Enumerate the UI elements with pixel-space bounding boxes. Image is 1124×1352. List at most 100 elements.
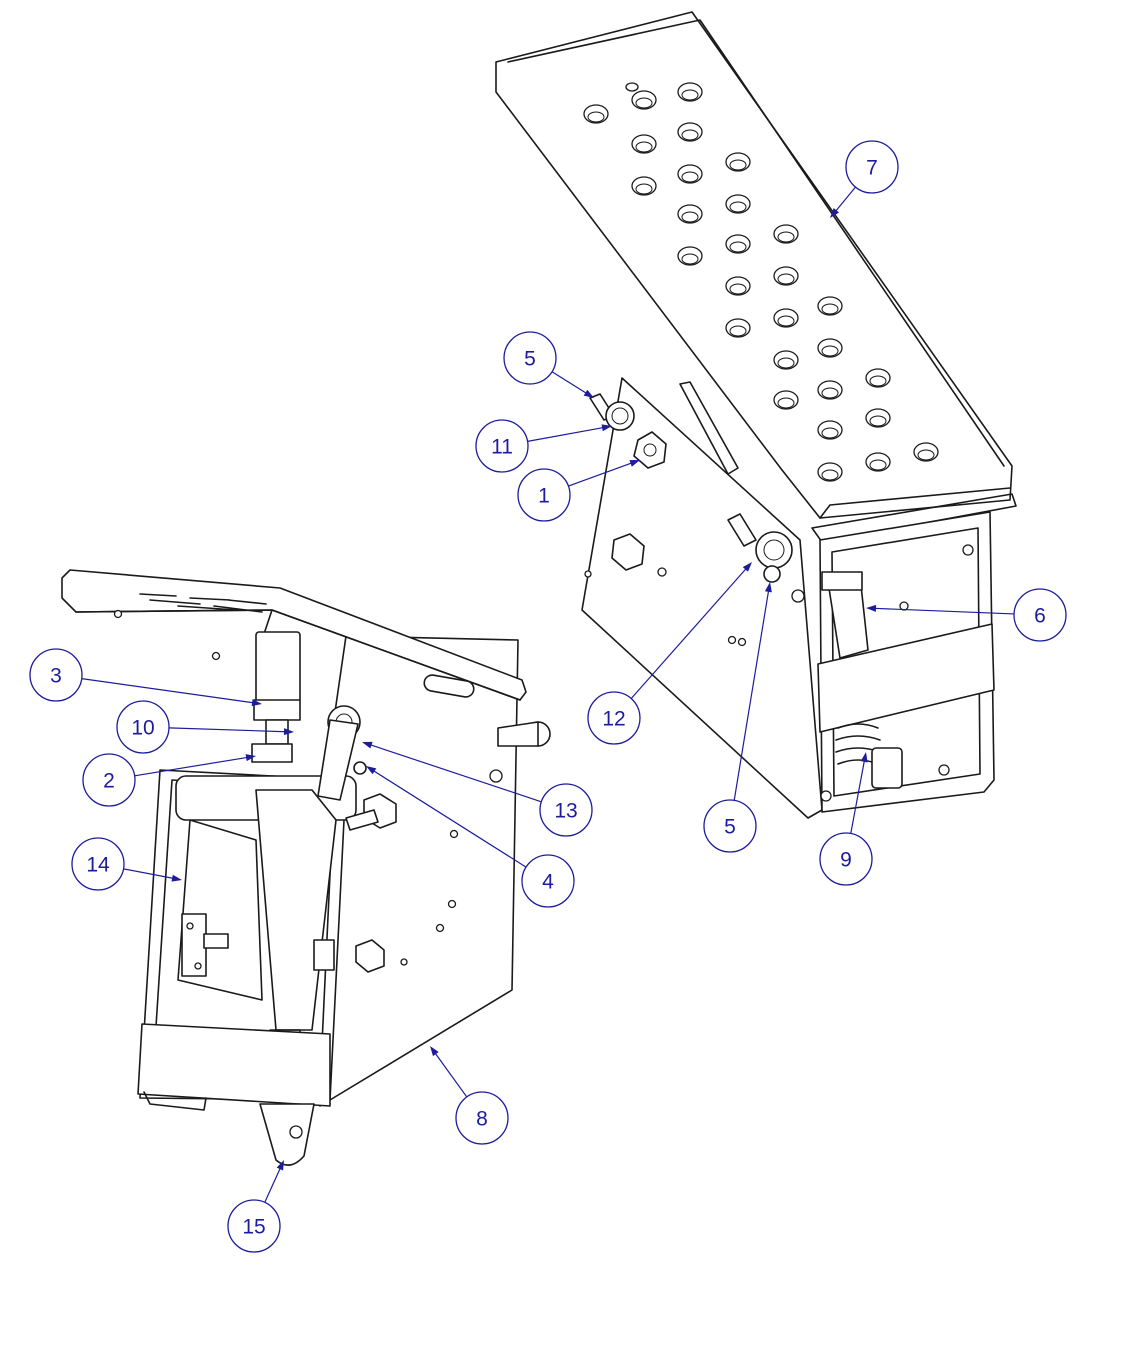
tread-perforation <box>677 204 703 224</box>
callout-circle <box>819 832 873 886</box>
tab-hole <box>289 1125 303 1139</box>
frame-hole <box>962 544 974 556</box>
callout-leader-line <box>81 678 255 704</box>
tread-perforation <box>817 462 843 482</box>
callout-arrowhead <box>366 766 377 775</box>
return-spring <box>835 723 903 789</box>
callout-label: 5 <box>524 348 536 371</box>
right-sensor-cap <box>821 571 863 591</box>
tread-perforation <box>625 82 639 92</box>
tread-perforation-inner <box>777 315 795 327</box>
tread-perforation <box>677 122 703 142</box>
tread-perforation-inner <box>821 303 839 315</box>
callout-circle <box>845 140 899 194</box>
tread-perforation <box>913 442 939 462</box>
callout-leader-line <box>434 1052 468 1098</box>
left-sensor-flange <box>181 913 229 977</box>
callout-leader-line <box>134 756 249 777</box>
left-pedal-assembly <box>61 569 551 1166</box>
left-stud <box>313 939 335 971</box>
callout-circle <box>29 648 83 702</box>
adjust-bolt-stack <box>251 631 301 763</box>
callout-circle <box>503 331 557 385</box>
left-tread-slot <box>423 674 475 698</box>
callout-label: 1 <box>538 485 550 508</box>
callout-leader-line <box>630 567 748 699</box>
tread-hole <box>211 651 221 661</box>
callout-arrowhead <box>764 582 772 593</box>
frame-hole <box>899 601 909 611</box>
callout-leader-line <box>834 186 856 213</box>
tread-perforation-inner <box>729 325 747 337</box>
callout-circle <box>71 837 125 891</box>
callout-leader-line <box>527 426 605 442</box>
plate-hole <box>584 570 592 578</box>
callout-balloon-b2: 2 <box>82 753 256 807</box>
tread-plate-rim <box>507 19 1011 519</box>
callout-label: 10 <box>131 717 154 740</box>
callout-leader-line <box>850 759 866 834</box>
left-foot <box>143 1091 207 1111</box>
callout-label: 4 <box>542 871 554 894</box>
callout-arrowhead <box>430 1046 439 1057</box>
tread-holes <box>583 82 939 482</box>
lever-bottom-tab <box>259 1103 315 1166</box>
tread-perforation <box>773 266 799 286</box>
tread-perforation <box>817 420 843 440</box>
callout-leader-line <box>733 589 770 801</box>
callout-leader-line <box>264 1167 282 1203</box>
tread-perforation-inner <box>681 211 699 223</box>
callout-circle <box>475 419 529 473</box>
tread-perforation-inner <box>869 375 887 387</box>
plate-hole <box>657 567 667 577</box>
callout-circle <box>1013 588 1067 642</box>
tread-plate-front-lip <box>811 493 1017 543</box>
callout-label: 2 <box>103 770 115 793</box>
tread-perforation <box>677 82 703 102</box>
tread-perforation <box>631 176 657 196</box>
left-hex-nut-lower <box>355 939 385 973</box>
callout-circle <box>116 700 170 754</box>
callout-label: 9 <box>840 849 852 872</box>
callout-label: 13 <box>554 800 577 823</box>
tread-perforation <box>773 390 799 410</box>
adjust-slot <box>679 381 739 475</box>
tread-perforation-inner <box>729 159 747 171</box>
callout-arrowhead <box>601 424 612 432</box>
tread-perforation-inner <box>681 253 699 265</box>
tread-perforation-inner <box>821 427 839 439</box>
callout-label: 7 <box>866 157 878 180</box>
tread-perforation-inner <box>869 459 887 471</box>
tread-perforation-inner <box>777 231 795 243</box>
tread-perforation <box>773 350 799 370</box>
callout-arrowhead <box>171 874 182 882</box>
callout-leader-line <box>168 727 287 733</box>
tread-perforation-inner <box>917 449 935 461</box>
tread-perforation <box>817 296 843 316</box>
callout-leader-line <box>123 868 175 880</box>
callout-circle <box>521 854 575 908</box>
callout-balloon-b10: 10 <box>116 700 294 754</box>
callout-leader-line <box>372 769 527 868</box>
plate-hole <box>727 635 737 645</box>
tread-perforation <box>865 452 891 472</box>
tread-perforation <box>725 276 751 296</box>
callout-leader-line <box>551 371 588 395</box>
right-pedal-assembly <box>495 11 1017 819</box>
tread-perforation-inner <box>821 387 839 399</box>
tread-perforation-inner <box>635 141 653 153</box>
callout-arrowhead <box>860 752 868 763</box>
callout-leader-line <box>369 743 542 803</box>
callout-arrowhead <box>362 741 373 749</box>
tread-perforation-inner <box>821 345 839 357</box>
tread-perforation <box>631 134 657 154</box>
callout-balloon-b12: 12 <box>587 562 752 745</box>
tread-perforation-inner <box>681 129 699 141</box>
callout-balloon-b15: 15 <box>227 1160 284 1253</box>
callout-leader-line <box>568 462 633 487</box>
callout-balloon-b14: 14 <box>71 837 182 891</box>
callout-balloon-b8: 8 <box>430 1046 509 1145</box>
tread-perforation-inner <box>729 283 747 295</box>
